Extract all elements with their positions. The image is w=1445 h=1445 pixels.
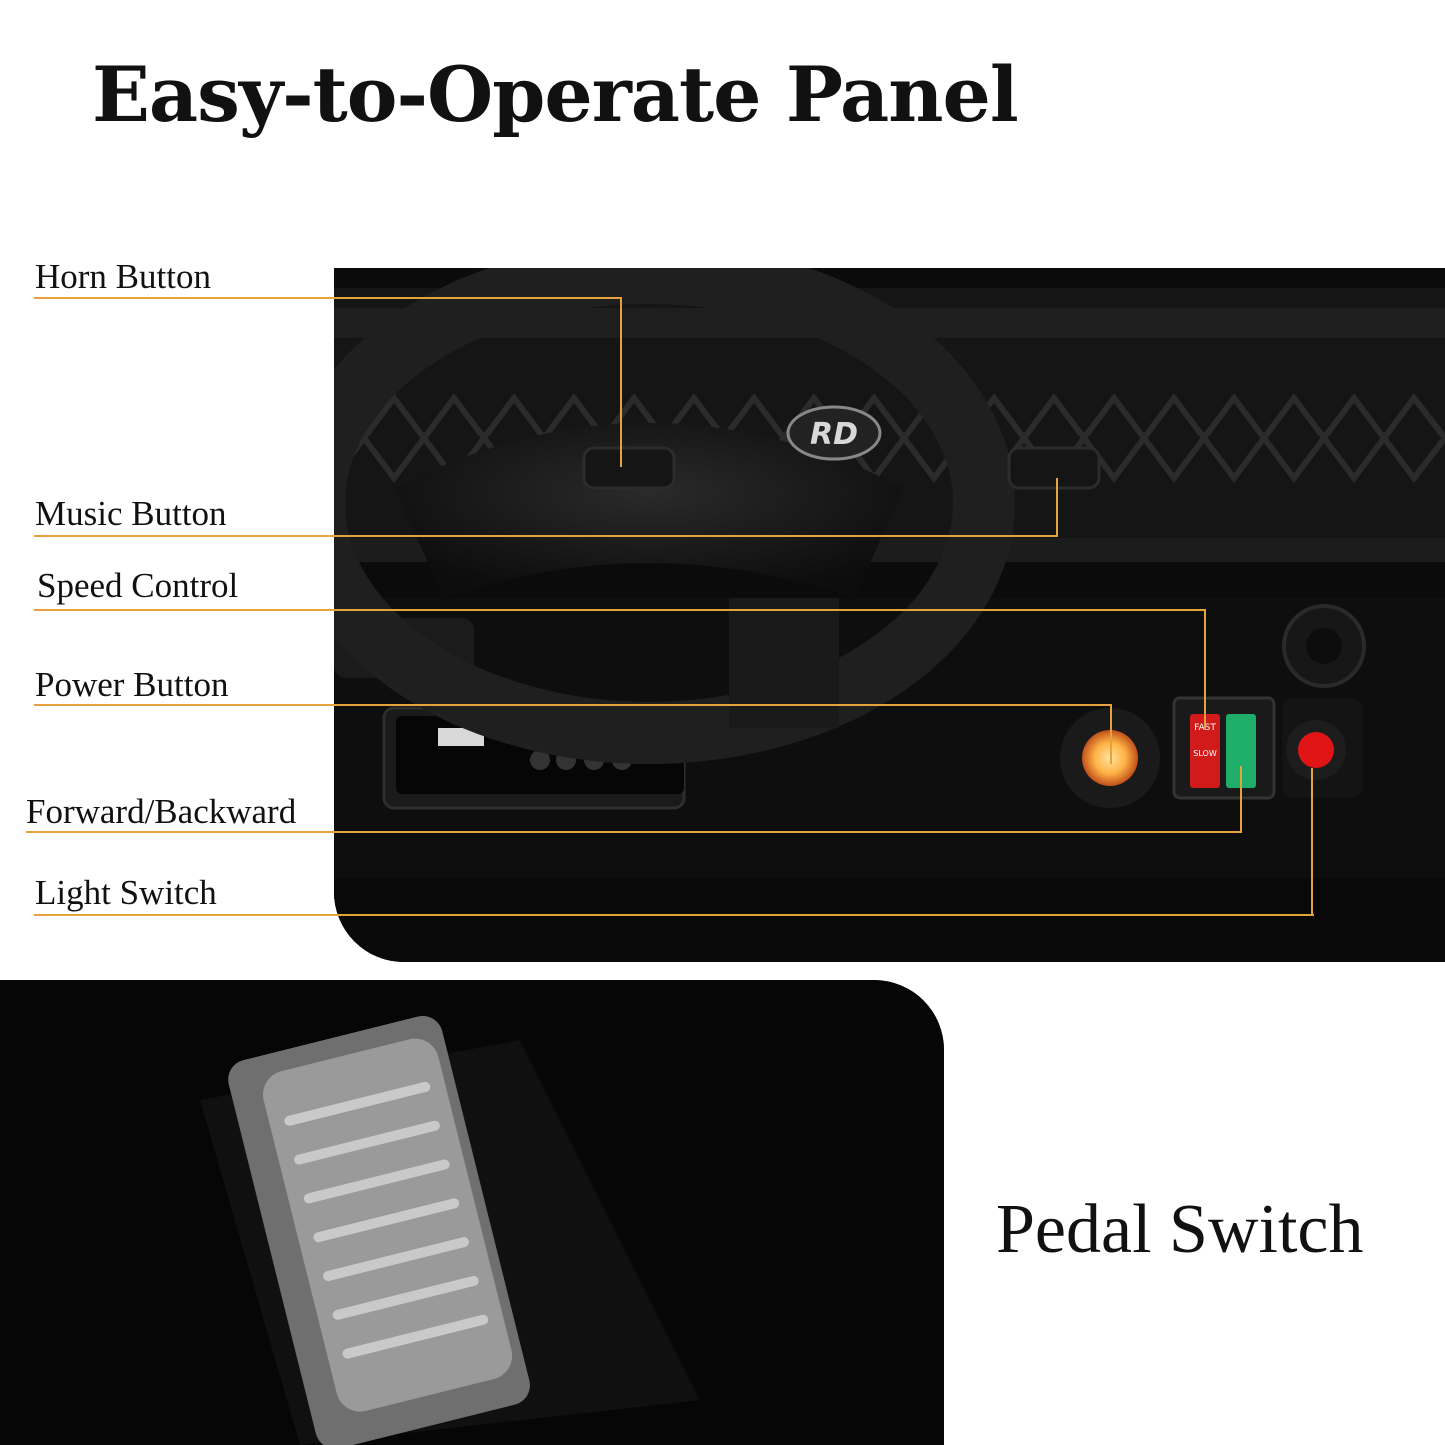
light-leader-drop — [1311, 768, 1313, 916]
music-leader-line — [34, 535, 1058, 537]
forward-backward-label: Forward/Backward — [26, 792, 297, 831]
steering-wheel: RD — [334, 268, 1101, 764]
power-button-label: Power Button — [35, 665, 229, 704]
dashboard-photo: FAST SLOW RD — [334, 268, 1445, 962]
horn-leader-line — [34, 297, 622, 299]
horn-button-label: Horn Button — [35, 257, 211, 296]
power-leader-line — [34, 704, 1112, 706]
music-leader-drop — [1056, 478, 1058, 537]
direction-leader-drop — [1240, 766, 1242, 833]
speed-leader-line — [34, 609, 1206, 611]
direction-leader-line — [26, 831, 1242, 833]
light-switch-label: Light Switch — [35, 873, 217, 912]
speed-leader-drop — [1204, 609, 1206, 729]
music-button-label: Music Button — [35, 494, 227, 533]
pedal-switch-label: Pedal Switch — [996, 1191, 1364, 1268]
steering-logo-text: RD — [810, 417, 858, 452]
page-title: Easy-to-Operate Panel — [92, 50, 1019, 139]
speed-control-label: Speed Control — [37, 566, 239, 605]
power-leader-drop — [1110, 704, 1112, 764]
horn-leader-drop — [620, 297, 622, 467]
slow-text: SLOW — [1193, 749, 1217, 758]
pedal-photo — [0, 980, 944, 1445]
light-leader-line — [34, 914, 1314, 916]
